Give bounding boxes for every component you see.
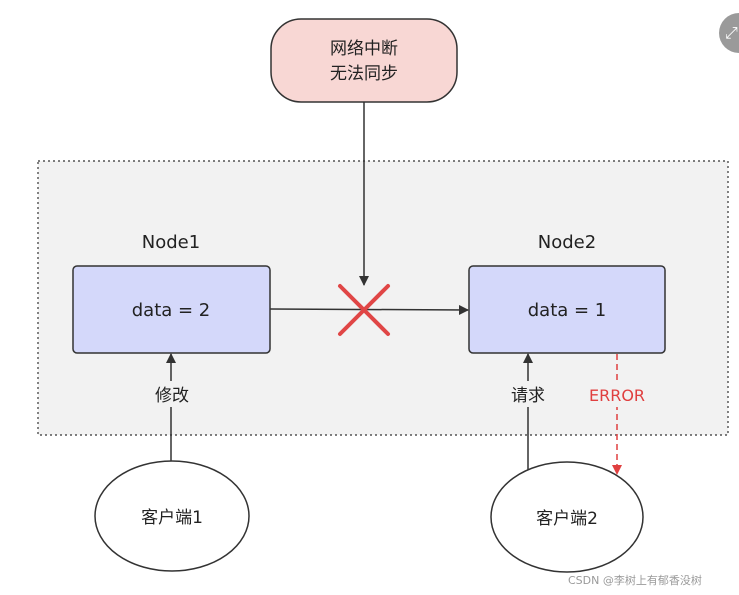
- node2-title: Node2: [538, 232, 596, 253]
- network-text-line1: 网络中断: [330, 39, 398, 59]
- node2-value: data = 1: [528, 300, 607, 321]
- client2-label: 客户端2: [536, 509, 598, 529]
- watermark: CSDN @李树上有郁香没树: [568, 574, 702, 587]
- client2-action-label: 请求: [511, 386, 545, 406]
- node1-value: data = 2: [132, 300, 211, 321]
- client2-action-label-bg: [505, 381, 551, 407]
- expand-button[interactable]: ⤢: [719, 13, 739, 53]
- client1-action-label: 修改: [155, 386, 189, 406]
- sync-arrow: [269, 304, 469, 315]
- client1-label: 客户端1: [141, 508, 203, 528]
- expand-icon: ⤢: [725, 23, 738, 42]
- network-interruption-box: [270, 18, 458, 103]
- error-label: ERROR: [589, 386, 645, 405]
- error-label-bg: [585, 383, 649, 407]
- client1-action-label-bg: [149, 381, 195, 407]
- node1-title: Node1: [142, 232, 200, 253]
- node2-box: [468, 265, 666, 354]
- client2-ellipse: [490, 461, 644, 573]
- client1-ellipse: [94, 460, 250, 572]
- network-text-line2: 无法同步: [330, 64, 398, 84]
- cross-icon: [338, 284, 390, 336]
